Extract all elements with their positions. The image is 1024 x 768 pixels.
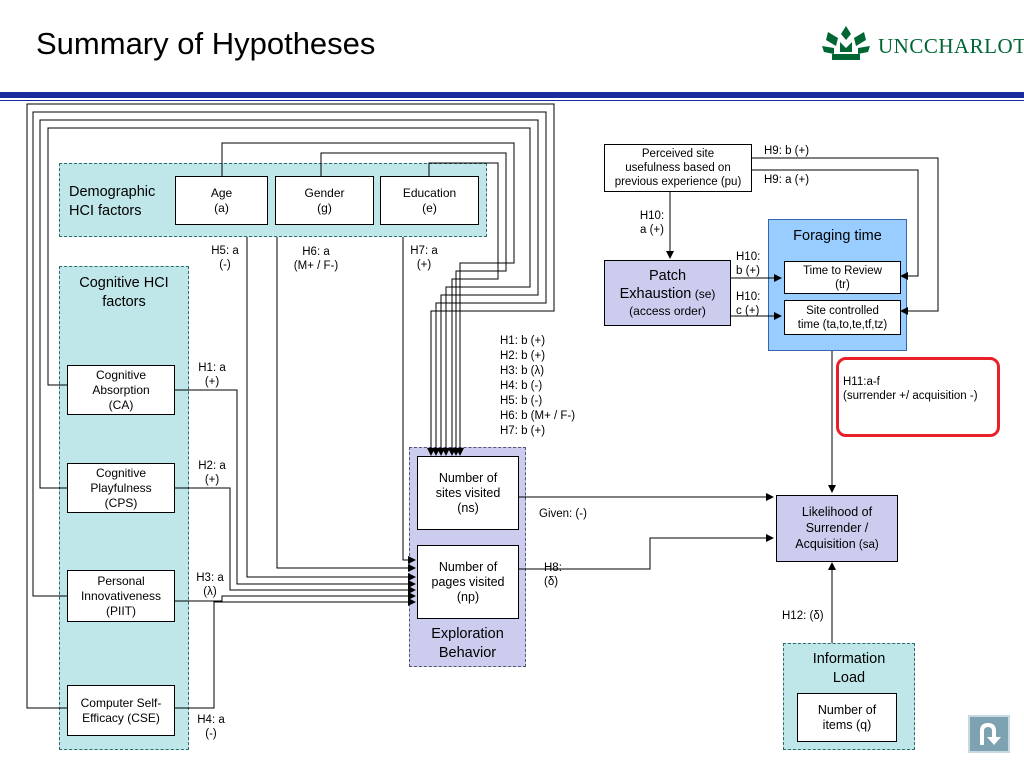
information-group-label: Information Load (812, 651, 886, 686)
u-turn-back-icon (980, 722, 1001, 745)
h8-label: H8: (δ) (544, 562, 562, 588)
patch-exhaustion-sub: (access order) (629, 304, 706, 318)
h4a-label: H4: a (-) (197, 714, 225, 740)
number-of-sites-box: Number of sites visited (ns) (417, 456, 519, 530)
h12-label: H12: (δ) (782, 610, 824, 622)
crown-logo-icon (822, 26, 870, 60)
h2a-label: H2: a (+) (198, 460, 226, 486)
time-to-review-box: Time to Review (tr) (784, 261, 901, 294)
site-controlled-time-box: Site controlled time (ta,to,te,tf,tz) (784, 300, 901, 335)
patch-exhaustion-abbr: (se) (691, 287, 716, 301)
cognitive-group-label: Cognitive HCI factors (79, 275, 169, 310)
likelihood-abbr: (sa) (855, 539, 879, 551)
patch-exhaustion-title: Patch Exhaustion (619, 268, 692, 302)
cognitive-absorption-box: Cognitive Absorption (CA) (67, 365, 175, 415)
h6a-label: H6: a (M+ / F-) (293, 246, 339, 272)
exploration-group-label: Exploration Behavior (431, 626, 504, 661)
education-box: Education (e) (380, 176, 479, 225)
h11-highlight-frame (836, 357, 1000, 437)
h5a-label: H5: a (-) (211, 245, 239, 271)
h9b-label: H9: b (+) (764, 145, 810, 157)
university-logo: UNCCHARLOTTE (818, 24, 1024, 66)
h10c-label: H10: c (+) (736, 291, 761, 317)
foraging-group-label: Foraging time (793, 228, 882, 244)
h11-label: H11:a-f (surrender +/ acquisition -) (843, 376, 978, 402)
logo-wordmark: UNCCHARLOTTE (878, 34, 1024, 58)
number-of-pages-box: Number of pages visited (np) (417, 545, 519, 619)
demographic-group-label: Demographic HCI factors (69, 184, 156, 219)
gender-box: Gender (g) (275, 176, 374, 225)
personal-innovativeness-box: Personal Innovativeness (PIIT) (67, 570, 175, 622)
back-button[interactable] (968, 715, 1010, 753)
likelihood-surrender-box: Likelihood of Surrender / Acquisition (s… (776, 495, 898, 562)
likelihood-title: Likelihood of Surrender / Acquisition (795, 505, 873, 551)
given-label: Given: (-) (539, 508, 587, 520)
cognitive-playfulness-box: Cognitive Playfulness (CPS) (67, 463, 175, 513)
patch-exhaustion-box: Patch Exhaustion (se) (access order) (604, 260, 731, 326)
h1a-label: H1: a (+) (198, 362, 226, 388)
computer-self-efficacy-box: Computer Self- Efficacy (CSE) (67, 685, 175, 736)
perceived-usefulness-box: Perceived site usefulness based on previ… (604, 144, 752, 192)
number-of-items-box: Number of items (q) (797, 693, 897, 742)
title-rule (0, 92, 1024, 98)
slide-title: Summary of Hypotheses (36, 26, 376, 61)
h10b-label: H10: b (+) (736, 251, 761, 277)
h10a-label: H10: a (+) (639, 210, 665, 236)
title-rule-thin (0, 100, 1024, 101)
h9a-label: H9: a (+) (764, 174, 810, 186)
age-box: Age (a) (175, 176, 268, 225)
h3a-label: H3: a (λ) (196, 572, 224, 598)
h7a-label: H7: a (+) (410, 245, 438, 271)
hb-list-label: H1: b (+) H2: b (+) H3: b (λ) H4: b (-) … (500, 335, 576, 437)
